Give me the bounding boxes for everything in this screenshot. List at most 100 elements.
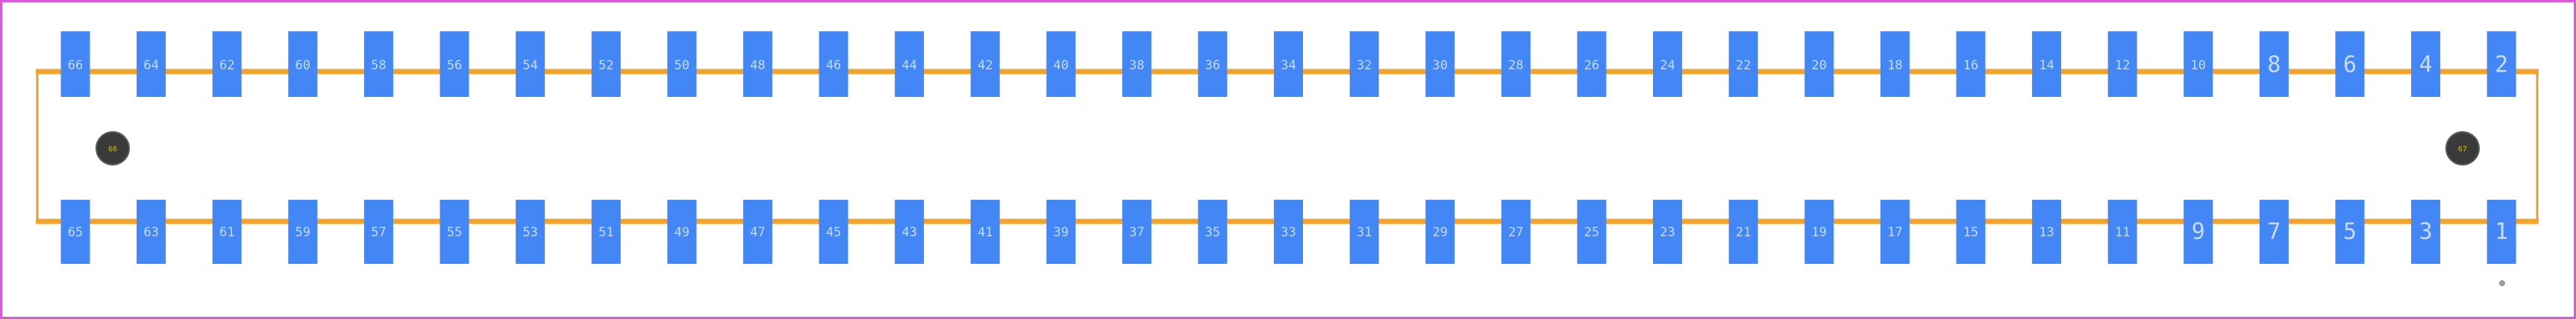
top-row-pad-42 [970, 31, 1000, 97]
top-row-pad-28 [1501, 31, 1531, 97]
bottom-row-pad-label-19: 19 [1812, 225, 1827, 240]
bottom-row-pad-53 [516, 200, 545, 264]
bottom-row-pad-35 [1198, 200, 1228, 264]
top-row-pad-24 [1653, 31, 1683, 97]
bottom-row-pad-label-5: 5 [2343, 219, 2357, 245]
top-row-pad-label-16: 16 [1963, 58, 1978, 73]
bottom-row-pad-55 [440, 200, 469, 264]
mounting-hole-right-label: 67 [2458, 145, 2467, 154]
bottom-row-pad-label-23: 23 [1660, 225, 1675, 240]
top-row-pad-label-18: 18 [1887, 58, 1902, 73]
top-row-pad-34 [1274, 31, 1304, 97]
bottom-row-pad-label-9: 9 [2192, 219, 2205, 245]
top-row-pad-36 [1198, 31, 1228, 97]
bottom-row-pad-label-29: 29 [1433, 225, 1448, 240]
top-row-pad-label-12: 12 [2115, 58, 2130, 73]
bottom-row-pad-39 [1046, 200, 1076, 264]
top-row-pad-40 [1046, 31, 1076, 97]
origin-marker [2499, 280, 2505, 286]
bottom-row-pad-45 [819, 200, 848, 264]
bottom-row-pad-label-51: 51 [598, 225, 613, 240]
bottom-row-pad-label-43: 43 [901, 225, 916, 240]
bottom-row-pad-label-57: 57 [371, 225, 386, 240]
bottom-row-pad-37 [1122, 200, 1151, 264]
top-row-pad-52 [591, 31, 621, 97]
bottom-row-pad-63 [137, 200, 166, 264]
bottom-row-pad-label-27: 27 [1508, 225, 1523, 240]
top-row-pad-14 [2032, 31, 2062, 97]
top-row-pad-50 [667, 31, 697, 97]
bottom-row-pad-label-33: 33 [1281, 225, 1295, 240]
top-row-pad-label-50: 50 [675, 58, 690, 73]
top-row-pad-label-32: 32 [1357, 58, 1372, 73]
bottom-row-pad-label-45: 45 [826, 225, 841, 240]
top-row-pad-6 [2335, 31, 2365, 97]
top-row-pad-18 [1880, 31, 1910, 97]
top-row-pad-4 [2411, 31, 2441, 97]
top-row-pad-10 [2183, 31, 2213, 97]
top-row-pad-label-42: 42 [978, 58, 992, 73]
bottom-row-pad-label-65: 65 [68, 225, 83, 240]
bottom-row-pad-23 [1653, 200, 1683, 264]
bottom-row-pad-label-3: 3 [2419, 219, 2433, 245]
top-row-pad-label-44: 44 [901, 58, 916, 73]
top-row-pad-label-52: 52 [598, 58, 613, 73]
bottom-row-pad-43 [895, 200, 925, 264]
mounting-hole-left-label: 66 [108, 145, 117, 154]
top-row-pad-label-62: 62 [219, 58, 234, 73]
top-row-pad-38 [1122, 31, 1151, 97]
top-row-pad-label-48: 48 [750, 58, 765, 73]
top-row-pad-32 [1349, 31, 1379, 97]
bottom-row-pad-49 [667, 200, 697, 264]
top-row-pad-60 [288, 31, 318, 97]
bottom-row-pad-label-11: 11 [2115, 225, 2130, 240]
bottom-row-pad-65 [60, 200, 90, 264]
bottom-row-pad-61 [212, 200, 242, 264]
bottom-row-pad-27 [1501, 200, 1531, 264]
bottom-row-pad-3 [2411, 200, 2441, 264]
top-row-pad-label-2: 2 [2495, 52, 2508, 78]
top-row-pad-58 [363, 31, 393, 97]
top-row-pad-30 [1425, 31, 1455, 97]
bottom-row-pad-21 [1728, 200, 1758, 264]
bottom-row-pad-label-31: 31 [1357, 225, 1372, 240]
top-row-pad-label-64: 64 [143, 58, 158, 73]
top-row-pad-label-34: 34 [1281, 58, 1295, 73]
top-row-pad-label-40: 40 [1054, 58, 1069, 73]
bottom-row-pad-33 [1274, 200, 1304, 264]
bottom-row-pad-label-15: 15 [1963, 225, 1978, 240]
bottom-row-pad-57 [363, 200, 393, 264]
bottom-row-pad-label-7: 7 [2267, 219, 2280, 245]
top-row-pad-20 [1804, 31, 1834, 97]
bottom-row-pad-19 [1804, 200, 1834, 264]
top-row-pad-16 [1956, 31, 1986, 97]
mounting-hole-left [96, 131, 130, 165]
bottom-row-pad-7 [2259, 200, 2289, 264]
top-row-pad-46 [819, 31, 848, 97]
bottom-row-pad-51 [591, 200, 621, 264]
top-row-pad-62 [212, 31, 242, 97]
bottom-row-pad-13 [2032, 200, 2062, 264]
top-row-pad-8 [2259, 31, 2289, 97]
top-row-pad-label-54: 54 [522, 58, 537, 73]
bottom-row-pad-label-37: 37 [1129, 225, 1144, 240]
bottom-row-pad-label-21: 21 [1736, 225, 1751, 240]
bottom-row-pad-label-25: 25 [1584, 225, 1599, 240]
bottom-row-pad-label-17: 17 [1887, 225, 1902, 240]
top-row-pad-22 [1728, 31, 1758, 97]
bottom-row-pad-label-13: 13 [2039, 225, 2054, 240]
bottom-row-pad-1 [2486, 200, 2516, 264]
top-row-pad-label-58: 58 [371, 58, 386, 73]
bottom-row-pad-17 [1880, 200, 1910, 264]
top-row-pad-label-8: 8 [2267, 52, 2280, 78]
bottom-row-pad-59 [288, 200, 318, 264]
bottom-row-pad-label-49: 49 [675, 225, 690, 240]
bottom-row-pad-31 [1349, 200, 1379, 264]
bottom-row-pad-41 [970, 200, 1000, 264]
top-row-pad-label-14: 14 [2039, 58, 2054, 73]
bottom-row-pad-15 [1956, 200, 1986, 264]
top-row-pad-54 [516, 31, 545, 97]
top-row-pad-label-4: 4 [2419, 52, 2433, 78]
